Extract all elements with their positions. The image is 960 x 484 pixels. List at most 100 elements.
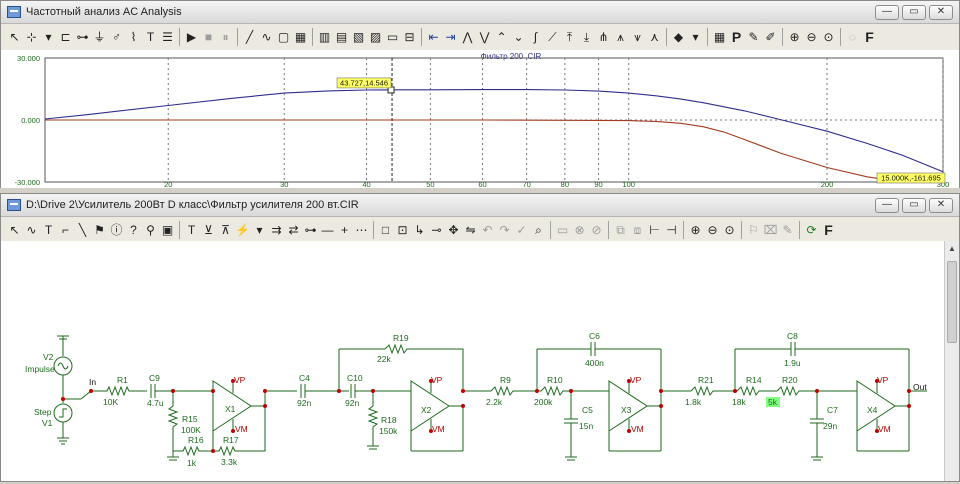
r18-label[interactable]: R18 [381, 415, 397, 425]
swap-icon[interactable]: ⇄ [288, 223, 299, 237]
table-icon[interactable]: ▦ [713, 30, 726, 44]
slope-icon[interactable]: ⟋ [548, 30, 557, 44]
layout-5-icon[interactable]: ▭ [386, 30, 399, 44]
r20-val[interactable]: 5k [768, 397, 778, 407]
dots-icon[interactable]: ⋯ [355, 223, 368, 237]
paste-icon[interactable]: ⧈ [633, 223, 642, 237]
peak-icon[interactable]: ⋀ [462, 30, 473, 44]
pin-icon[interactable]: ⚲ [146, 223, 155, 237]
r10-val[interactable]: 200k [534, 397, 553, 407]
font-icon[interactable]: F [865, 29, 874, 45]
c4-val[interactable]: 92n [297, 398, 311, 408]
x4-label[interactable]: X4 [867, 405, 878, 415]
zoom-in-icon[interactable]: ⊕ [690, 223, 701, 237]
layout-1-icon[interactable]: ▥ [318, 30, 331, 44]
points-icon[interactable]: P [731, 29, 742, 45]
select-arrow-icon[interactable]: ↖ [9, 223, 20, 237]
line-h-icon[interactable]: — [321, 223, 334, 237]
text-icon[interactable]: T [146, 30, 155, 44]
vp4-label[interactable]: VP [877, 375, 889, 385]
no-icon[interactable]: ⊘ [591, 223, 602, 237]
scroll-up-icon[interactable]: ▲ [948, 243, 956, 253]
tag2-icon[interactable]: ✐ [765, 30, 776, 44]
copy-icon[interactable]: ⧉ [616, 223, 625, 237]
restore-button[interactable]: ▭ [902, 197, 926, 213]
line-icon[interactable]: ╱ [245, 30, 254, 44]
stop-icon[interactable]: ■ [204, 30, 213, 44]
close-button[interactable]: ✕ [929, 197, 953, 213]
r1-val[interactable]: 10K [103, 397, 118, 407]
inflection-icon[interactable]: ∫ [533, 30, 538, 44]
c7-val[interactable]: 29n [823, 421, 837, 431]
vp2-label[interactable]: VP [431, 375, 443, 385]
vp1-label[interactable]: VP [234, 375, 246, 385]
layout-4-icon[interactable]: ▨ [369, 30, 382, 44]
ac-titlebar[interactable]: Частотный анализ AC Analysis — ▭ ✕ [1, 1, 959, 24]
x2-label[interactable]: X2 [421, 405, 432, 415]
r10-label[interactable]: R10 [547, 375, 563, 385]
schematic-drawing[interactable]: V2ImpulseStepV1InR110KC94.7uR15100KR161k… [1, 241, 945, 481]
scale-icon[interactable]: ⊹ [26, 30, 37, 44]
flag-2-icon[interactable]: ⚐ [748, 223, 759, 237]
vm4-label[interactable]: VM [878, 424, 891, 434]
stop-circle-icon[interactable]: ⊗ [574, 223, 585, 237]
c5-label[interactable]: C5 [582, 405, 593, 415]
r14-label[interactable]: R14 [746, 375, 762, 385]
wire-icon[interactable]: ⌇ [130, 30, 137, 44]
r17-label[interactable]: R17 [223, 435, 239, 445]
zoom-out-icon[interactable]: ⊖ [806, 30, 817, 44]
r20-label[interactable]: R20 [782, 375, 798, 385]
zoom-fit-icon[interactable]: ⊙ [823, 30, 834, 44]
c9-label[interactable]: C9 [149, 373, 160, 383]
max-icon[interactable]: ⤒ [566, 30, 573, 44]
probe-2-icon[interactable]: ⚡ [235, 223, 250, 237]
scroll-thumb[interactable] [947, 261, 957, 343]
zoom-fit-icon[interactable]: ⊙ [724, 223, 735, 237]
r14-val[interactable]: 18k [732, 397, 746, 407]
help-icon[interactable]: ◌ [848, 30, 857, 44]
top-icon[interactable]: ⋏ [650, 30, 659, 44]
cursor-right-icon[interactable]: ⇥ [445, 30, 456, 44]
v2-label[interactable]: V2 [43, 352, 54, 362]
vm2-label[interactable]: VM [432, 424, 445, 434]
r18-val[interactable]: 150k [379, 426, 398, 436]
v1-label[interactable]: V1 [42, 418, 53, 428]
find-icon[interactable]: ⌕ [535, 223, 542, 237]
undo-icon[interactable]: ↶ [482, 223, 493, 237]
box-icon[interactable]: ▢ [277, 30, 290, 44]
align-l-icon[interactable]: ⊢ [649, 223, 660, 237]
ground-icon[interactable]: ⏚ [93, 30, 106, 44]
zoom-in-icon[interactable]: ⊕ [789, 30, 800, 44]
node-icon[interactable]: ⊶ [76, 30, 89, 44]
split-icon[interactable]: ⊡ [397, 223, 408, 237]
step-icon[interactable]: ↳ [414, 223, 425, 237]
select-arrow-icon[interactable]: ↖ [9, 30, 20, 44]
restore-button[interactable]: ▭ [902, 4, 926, 20]
node-i-icon[interactable]: ⊼ [221, 223, 230, 237]
monitor-icon[interactable]: ▭ [556, 223, 569, 237]
schematic-titlebar[interactable]: D:\Drive 2\Усилитель 200Вт D класс\Фильт… [1, 194, 959, 217]
r1-label[interactable]: R1 [117, 375, 128, 385]
rect-icon[interactable]: □ [381, 223, 390, 237]
next-interp-icon[interactable]: ⩚ [617, 30, 624, 44]
c10-val[interactable]: 92n [345, 398, 359, 408]
bus-icon[interactable]: ⊶ [304, 223, 317, 237]
pause-icon[interactable]: ⏸ [222, 30, 229, 44]
line-draw-icon[interactable]: ╲ [78, 223, 87, 237]
c6-label[interactable]: C6 [589, 331, 600, 341]
redo-icon[interactable]: ↷ [499, 223, 510, 237]
layout-6-icon[interactable]: ⊟ [404, 30, 415, 44]
run-icon[interactable]: ▶ [186, 30, 197, 44]
check-icon[interactable]: ✓ [516, 223, 527, 237]
wave-icon[interactable]: ∿ [26, 223, 37, 237]
align-r-icon[interactable]: ⊣ [666, 223, 677, 237]
c5-val[interactable]: 15n [579, 421, 593, 431]
mirror-icon[interactable]: ⇋ [465, 223, 476, 237]
tag-icon[interactable]: ✎ [748, 30, 759, 44]
elbow-wire-icon[interactable]: ⌐ [61, 223, 69, 237]
grid-icon[interactable]: ▦ [294, 30, 307, 44]
cursor-left-icon[interactable]: ⇤ [428, 30, 439, 44]
probe-icon[interactable]: ♂ [112, 30, 121, 44]
refresh-icon[interactable]: ⟳ [806, 223, 817, 237]
